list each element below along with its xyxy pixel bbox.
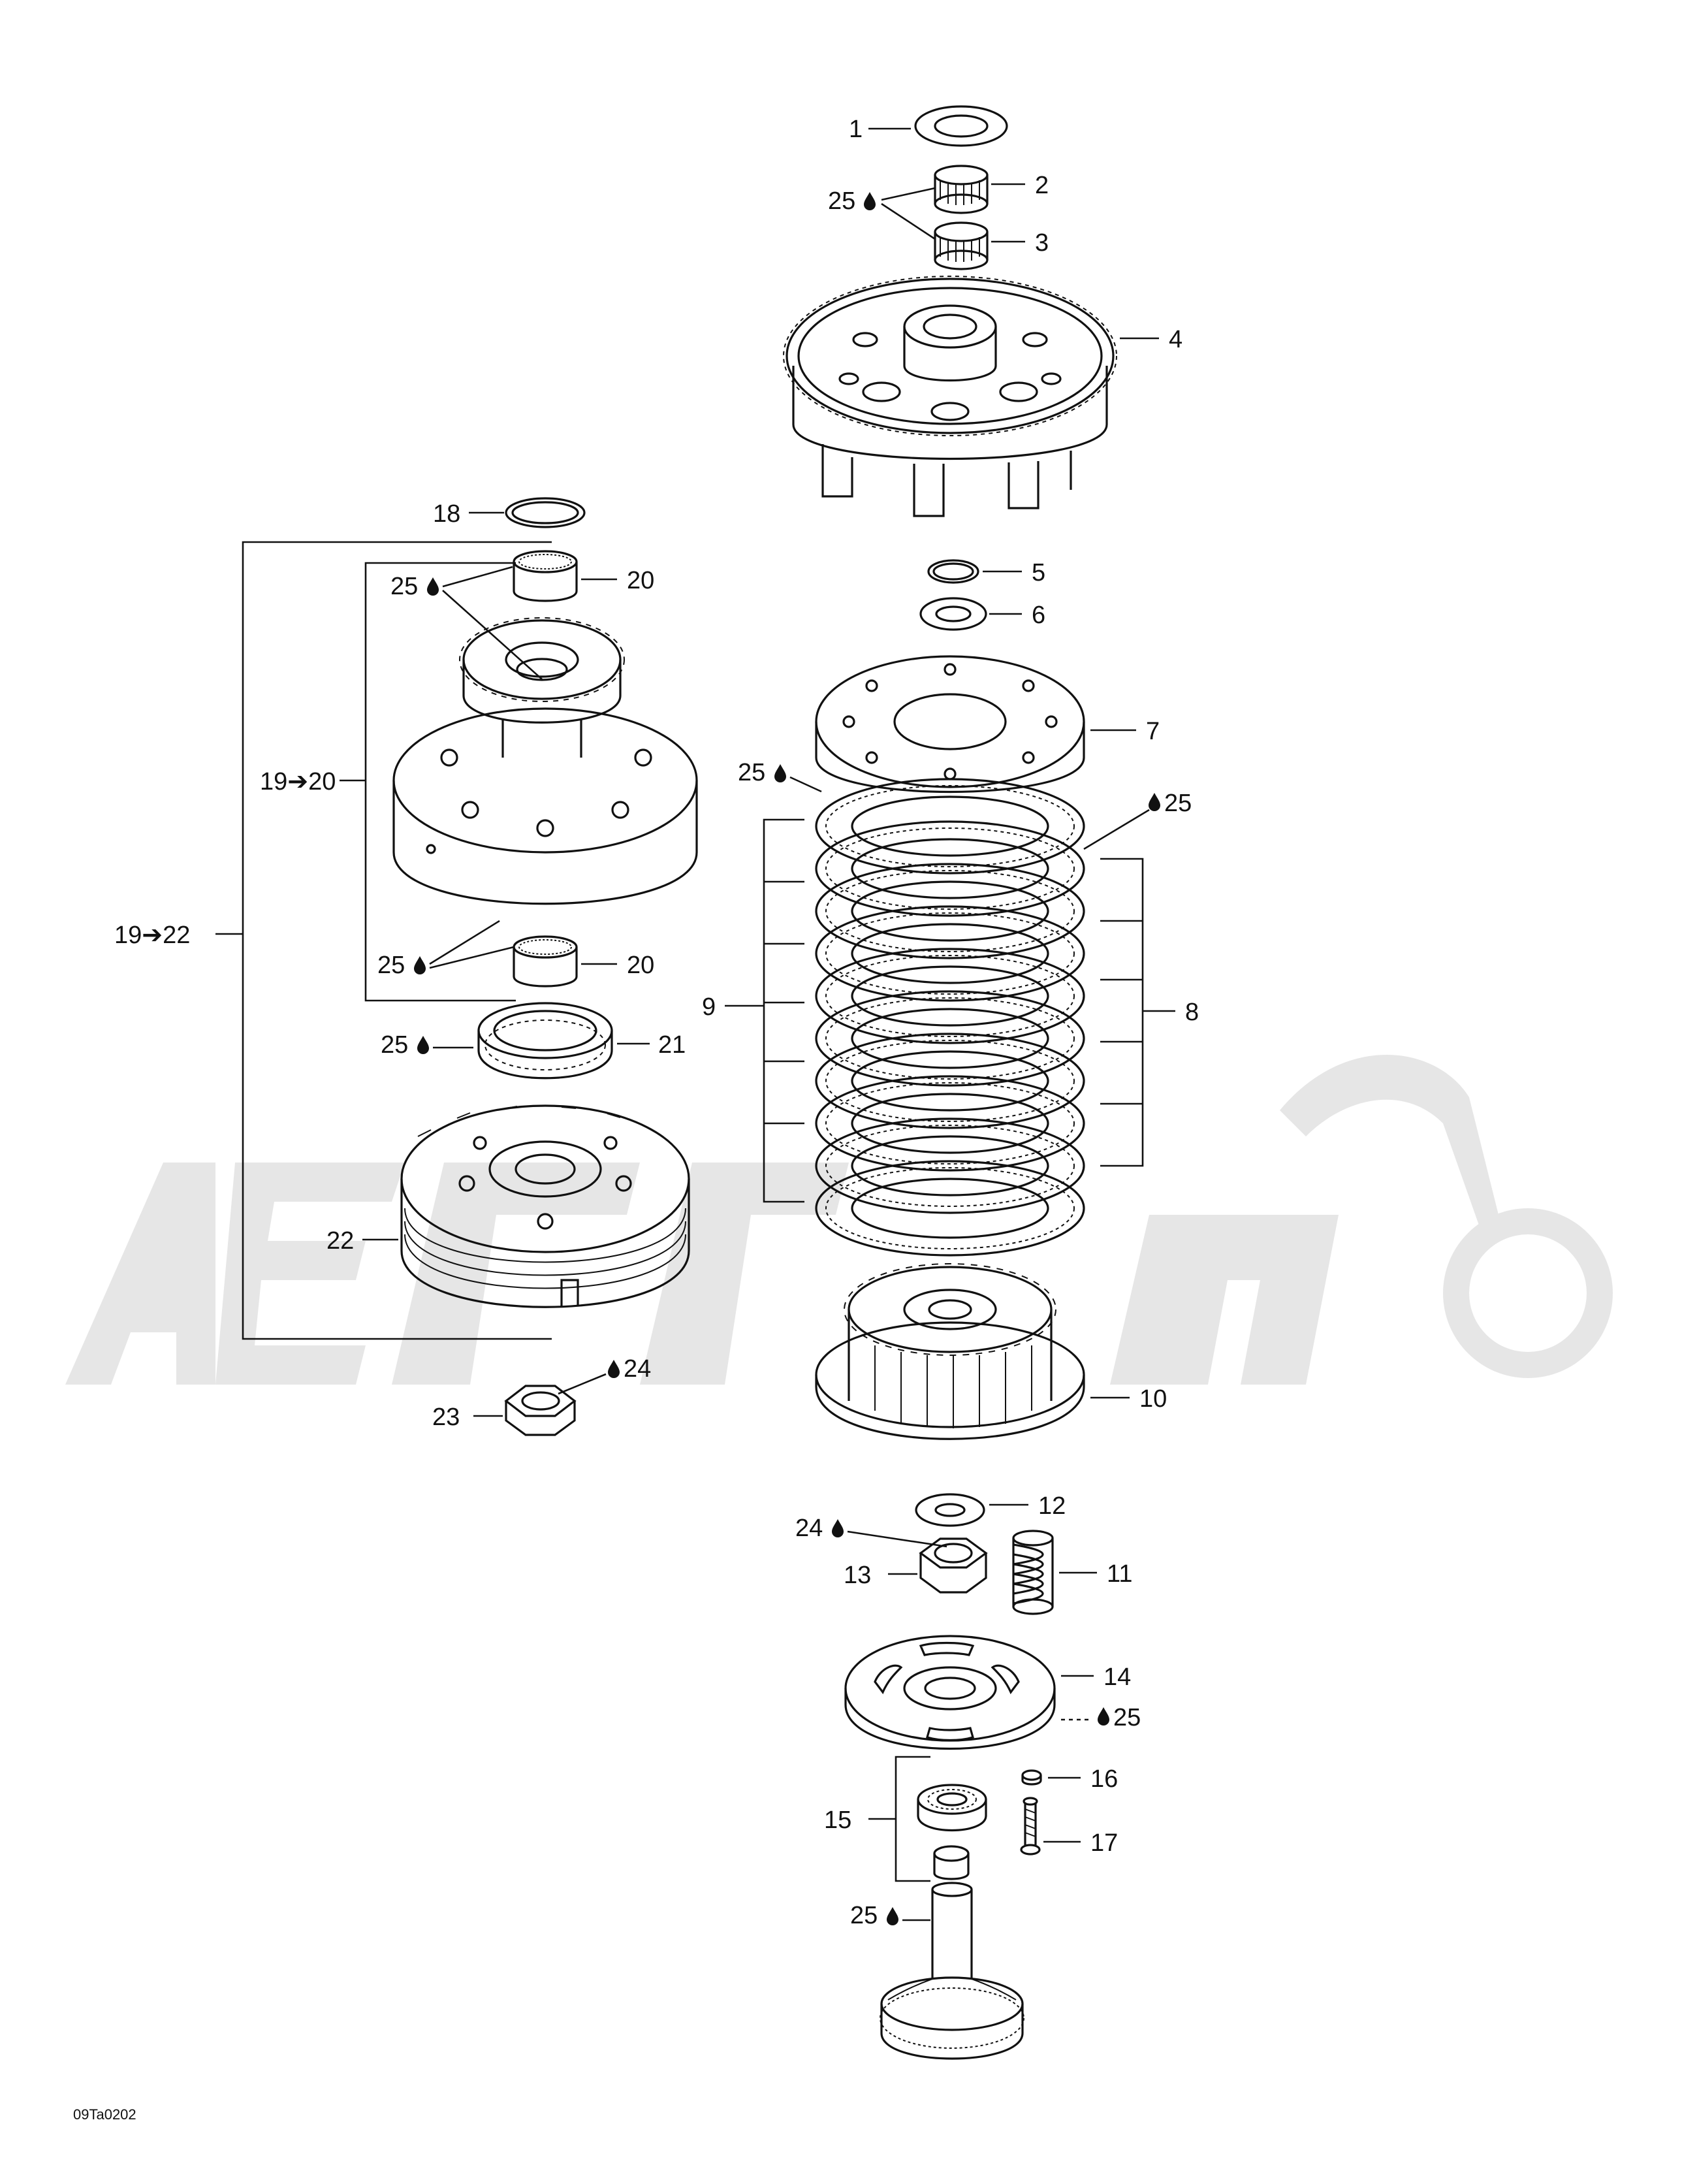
disc-3 [815,863,1085,959]
label-8: 8 [1185,999,1199,1026]
part-14-spring-plate [844,1635,1056,1750]
oil-drop-icon [414,956,426,974]
bracket-8 [1100,858,1175,1167]
oil-drop-icon [427,577,439,596]
part-21-sprag-clutch [477,1002,613,1080]
oil-drop-icon [864,192,876,210]
bracket-19-to-22 [215,541,552,1340]
label-21: 21 [658,1031,686,1059]
label-25-bushing-top: 25 [390,573,418,600]
part-22-one-way-clutch-housing [400,1104,690,1308]
part-17-screw [1020,1797,1041,1855]
label-22: 22 [326,1227,354,1255]
label-5: 5 [1032,559,1045,586]
label-25-bushing-bottom: 25 [377,952,405,979]
label-4: 4 [1169,326,1182,353]
part-15-ball-bearing [917,1784,987,1831]
label-11: 11 [1107,1560,1132,1588]
label-25-pushrod: 25 [850,1902,878,1929]
bracket-15 [868,1756,930,1882]
part-15-thrust-piece [933,1845,970,1880]
part-1-thrust-washer [914,105,1008,147]
label-20-bottom: 20 [627,952,654,979]
label-1: 1 [849,116,863,143]
bracket-9 [725,818,804,1203]
label-6: 6 [1032,602,1045,629]
oil-drop-icon [887,1907,898,1925]
part-6-washer [919,597,987,631]
label-25-sprag: 25 [381,1031,408,1059]
watermark-logo [65,1055,1613,1385]
label-20-top: 20 [627,567,654,594]
disc-2 [815,820,1085,917]
part-pushrod-piston [880,1882,1024,2060]
oil-drop-icon [608,1360,620,1378]
clutch-disc-stack [815,778,1085,1257]
label-3: 3 [1035,229,1049,257]
label-7: 7 [1146,718,1160,745]
label-25-discs-right: 25 [1164,790,1192,817]
label-15: 15 [824,1807,851,1834]
label-2: 2 [1035,172,1049,199]
label-25-spring-plate: 25 [1113,1704,1141,1731]
disc-7 [815,1033,1085,1129]
label-19-to-20: 19➔20 [260,768,336,795]
part-13-nut [919,1537,988,1594]
disc-6 [815,990,1085,1087]
part-7-pressure-plate [815,655,1085,794]
disc-8 [815,1075,1085,1172]
label-14: 14 [1103,1663,1131,1691]
oil-drop-icon [774,764,786,782]
label-25-bearings: 25 [828,187,855,215]
drawing-code: 09Ta0202 [73,2106,136,2123]
disc-9 [815,1117,1085,1214]
disc-10 [815,1160,1085,1257]
label-24-nut-left: 24 [624,1355,651,1383]
label-9: 9 [702,993,716,1021]
bracket-19-to-20 [340,562,516,1002]
label-10: 10 [1139,1385,1167,1413]
disc-1 [815,778,1085,875]
label-17: 17 [1090,1829,1118,1857]
part-16-washer [1021,1769,1042,1786]
label-16: 16 [1090,1765,1118,1793]
part-12-lock-washer [915,1493,985,1527]
label-18: 18 [433,500,460,528]
part-5-o-ring [927,559,979,584]
part-23-nut [504,1385,577,1436]
part-10-clutch-hub [815,1263,1085,1440]
oil-drop-icon [417,1036,429,1054]
part-20-bushing-bottom [513,935,578,988]
label-19-to-22: 19➔22 [114,922,190,949]
label-23: 23 [432,1404,460,1431]
part-19-starter-gear-assembly [392,617,698,905]
disc-5 [815,948,1085,1044]
disc-4 [815,905,1085,1002]
label-13: 13 [844,1562,871,1589]
oil-drop-icon [1149,793,1160,811]
part-11-spring [1012,1530,1054,1615]
label-12: 12 [1038,1492,1066,1520]
oil-drop-icon [1098,1707,1109,1726]
label-25-discs-left: 25 [738,759,765,786]
part-3-needle-bearing [934,221,989,270]
label-24-nut: 24 [795,1515,823,1542]
part-2-needle-bearing [934,165,989,214]
part-18-ring [505,497,586,528]
part-20-bushing-top [513,550,578,602]
oil-drop-icon [832,1519,844,1537]
part-4-clutch-housing-gear [783,276,1117,517]
